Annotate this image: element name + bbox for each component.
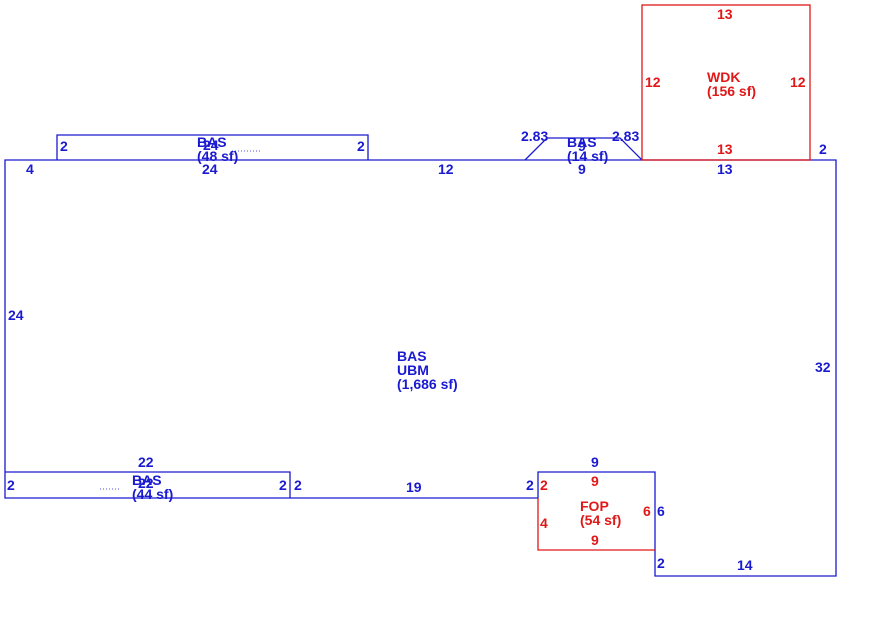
main-area-code-2: UBM — [397, 362, 429, 378]
dimension-label: 2 — [279, 477, 287, 493]
open-porch-outline — [537, 498, 655, 551]
dimension-label: 4 — [540, 515, 548, 531]
bay-top-left-area: (48 sf) — [197, 148, 238, 164]
bay-bottom-left-area: (44 sf) — [132, 486, 173, 502]
dimension-label: 2 — [540, 477, 548, 493]
bay-top-right-area: (14 sf) — [567, 148, 608, 164]
dimension-label: 2.83 — [521, 128, 548, 144]
dimension-label: 2 — [657, 555, 665, 571]
bay-bottom-left-code: BAS — [132, 472, 162, 488]
dimension-label: 9 — [578, 138, 586, 154]
bay-top-left-outline — [56, 134, 369, 160]
main-area-size: (1,686 sf) — [397, 376, 458, 392]
dimension-label: 2 — [357, 138, 365, 154]
main-building-outline — [4, 159, 837, 577]
wdk-area-size: (156 sf) — [707, 83, 756, 99]
bay-top-right-code: BAS — [567, 134, 597, 150]
dimension-label: 13 — [717, 141, 733, 157]
main-area-code: BAS — [397, 348, 427, 364]
dimension-label: 13 — [717, 161, 733, 177]
dimension-label: 24 — [202, 161, 218, 177]
dimension-label: 9 — [591, 473, 599, 489]
dimension-label: 24 — [203, 137, 219, 153]
dimension-label: 2 — [526, 477, 534, 493]
dimension-label: 9 — [591, 532, 599, 548]
dimension-label: 2 — [819, 141, 827, 157]
dimension-label: 2 — [294, 477, 302, 493]
fop-area-size: (54 sf) — [580, 512, 621, 528]
fop-code: FOP — [580, 498, 609, 514]
dimension-label: 22 — [138, 475, 154, 491]
dimension-label: 24 — [8, 307, 24, 323]
dimension-label: 9 — [591, 454, 599, 470]
bay-bottom-left-outline — [5, 471, 291, 498]
dimension-label: 12 — [438, 161, 454, 177]
dimension-label: 19 — [406, 479, 422, 495]
wdk-code: WDK — [707, 69, 740, 85]
dimension-label: 4 — [26, 161, 34, 177]
wood-deck-outline — [641, 4, 811, 161]
dimension-label: 6 — [643, 503, 651, 519]
dimension-label: 2 — [7, 477, 15, 493]
dimension-label: 14 — [737, 557, 753, 573]
dimension-label: 12 — [790, 74, 806, 90]
dimension-label: 12 — [645, 74, 661, 90]
bay-top-right-outline — [524, 137, 643, 161]
dimension-label: 2.83 — [612, 128, 639, 144]
dimension-label: 13 — [717, 6, 733, 22]
dimension-label: 32 — [815, 359, 831, 375]
dimension-label: 6 — [657, 503, 665, 519]
dimension-label: 22 — [138, 454, 154, 470]
dimension-label: 9 — [578, 161, 586, 177]
bay-top-left-code: BAS — [197, 134, 227, 150]
dimension-label: 2 — [60, 138, 68, 154]
